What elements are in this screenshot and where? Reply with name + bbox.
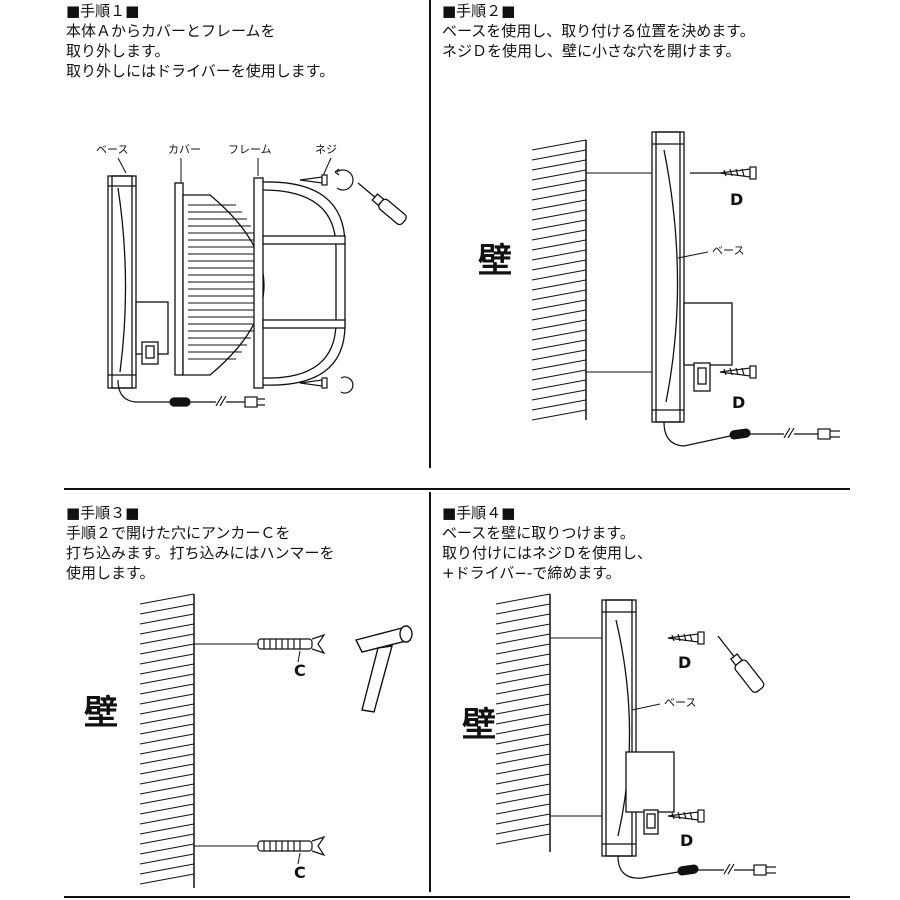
power-cord <box>617 855 776 879</box>
base-unit <box>107 175 169 389</box>
guide-lines <box>550 637 602 817</box>
anchor-c-icon-top <box>257 633 326 655</box>
step4-line-3: +ドライバ−-で締めます。 <box>442 564 621 582</box>
step1-title: ■手順１■ <box>66 2 140 20</box>
step2-line-2: ネジＤを使用し、壁に小さな穴を開けます。 <box>442 42 741 60</box>
screw-icon-top <box>299 168 354 191</box>
label-c-bottom: C <box>294 863 306 882</box>
base-unit <box>601 599 675 857</box>
label-c-top: C <box>294 661 306 680</box>
screw-d-icon-top <box>667 631 705 645</box>
screwdriver-icon <box>357 182 407 226</box>
bottom-divider <box>64 896 850 898</box>
wall-hatching <box>531 139 587 421</box>
step3-illustration: 壁 <box>84 593 413 888</box>
step4-title: ■手順４■ <box>442 504 516 522</box>
step2-illustration: 壁 <box>478 131 840 447</box>
wall-hatching <box>495 593 551 852</box>
screwdriver-icon <box>717 635 765 693</box>
base-unit <box>651 131 733 423</box>
step3-line-3: 使用します。 <box>66 564 155 582</box>
label-frame: フレーム <box>228 143 272 156</box>
horizontal-divider <box>64 488 850 490</box>
label-base: ベース <box>664 696 696 709</box>
screw-d-icon-bottom <box>667 809 705 823</box>
step3-panel: ■手順３■ 手順２で開けた穴にアンカーＣを 打ち込みます。打ち込みにはハンマーを… <box>0 490 430 900</box>
vertical-divider-bottom <box>429 492 431 892</box>
step2-line-1: ベースを使用し、取り付ける位置を決めます。 <box>442 22 755 40</box>
step3-line-2: 打ち込みます。打ち込みにはハンマーを <box>66 544 335 562</box>
guide-lines <box>194 643 258 847</box>
step3-title: ■手順３■ <box>66 504 140 522</box>
anchor-c-icon-bottom <box>257 835 326 857</box>
wall-label: 壁 <box>462 705 496 745</box>
label-d-bottom: D <box>732 393 745 412</box>
label-cover: カバー <box>168 143 201 156</box>
label-base: ベース <box>96 143 128 156</box>
vertical-divider-top <box>429 0 431 468</box>
label-d-top: D <box>730 190 743 209</box>
step4-line-2: 取り付けにはネジＤを使用し、 <box>442 544 653 562</box>
cover-unit <box>174 182 265 376</box>
guide-lines <box>586 172 652 373</box>
frame-unit <box>253 177 346 389</box>
step1-line-2: 取り外します。 <box>66 42 170 60</box>
step1-panel: ■手順１■ 本体Ａからカバーとフレームを 取り外します。 取り外しにはドライバー… <box>0 0 430 488</box>
step3-line-1: 手順２で開けた穴にアンカーＣを <box>66 524 291 542</box>
wall-label: 壁 <box>478 241 512 281</box>
step1-line-1: 本体Ａからカバーとフレームを <box>66 22 276 40</box>
step1-line-3: 取り外しにはドライバーを使用します。 <box>66 62 335 80</box>
label-base: ベース <box>712 244 744 257</box>
wall-label: 壁 <box>84 693 118 733</box>
power-cord <box>663 421 840 447</box>
step4-panel: ■手順４■ ベースを壁に取りつけます。 取り付けにはネジＤを使用し、 +ドライバ… <box>432 490 900 900</box>
screw-d-icon-bottom <box>719 365 757 379</box>
hammer-icon <box>354 625 413 713</box>
step2-title: ■手順２■ <box>442 2 516 20</box>
step1-illustration: ベース カバー フレーム ネジ <box>96 143 407 408</box>
step4-line-1: ベースを壁に取りつけます。 <box>442 524 635 542</box>
screw-icon-bottom <box>299 376 354 394</box>
wall-hatching <box>139 593 195 888</box>
power-cord <box>117 379 265 408</box>
label-screw: ネジ <box>315 143 337 156</box>
step4-illustration: 壁 <box>462 593 776 879</box>
screw-d-icon-top <box>690 166 757 180</box>
step2-panel: ■手順２■ ベースを使用し、取り付ける位置を決めます。 ネジＤを使用し、壁に小さ… <box>432 0 900 488</box>
label-d-top: D <box>678 653 691 672</box>
label-d-bottom: D <box>680 831 693 850</box>
